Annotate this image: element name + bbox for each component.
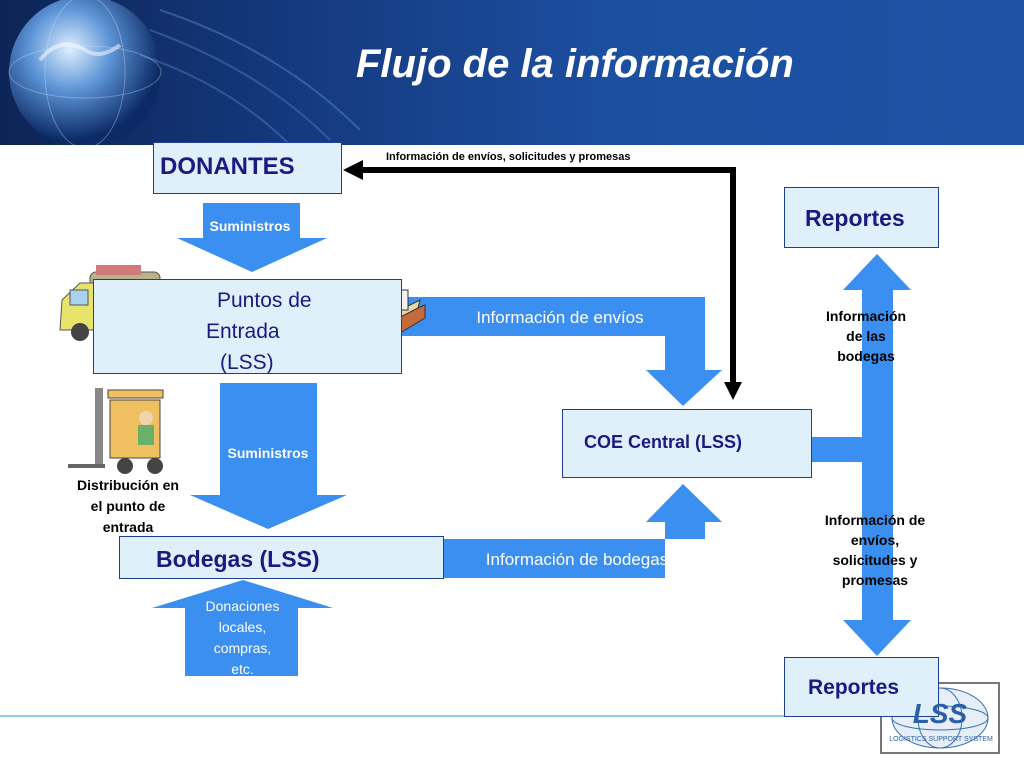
donaciones-arrow	[152, 580, 333, 676]
donaciones-line-3: compras,	[213, 640, 272, 656]
info-bodegas-arrow	[442, 484, 722, 578]
info-bod-line-1: Información	[825, 308, 907, 324]
globe-icon	[8, 0, 360, 145]
donaciones-line-1: Donaciones	[205, 598, 280, 614]
info-envios-arrow	[402, 297, 722, 406]
info-bod-line-2: de las	[846, 328, 886, 344]
coe-central-box: COE Central (LSS)	[562, 409, 812, 478]
lss-logo-text: LSS	[912, 698, 968, 729]
suministros-label-2: Suministros	[227, 445, 309, 461]
lss-logo-subtitle: LOGISTICS SUPPORT SYSTEM	[889, 736, 993, 743]
info-bodegas-label: Información de bodegas	[485, 550, 669, 569]
donantes-label: DONANTES	[160, 153, 295, 180]
distribucion-line-1: Distribución en	[77, 477, 179, 493]
bodegas-label: Bodegas (LSS)	[156, 546, 320, 572]
info-envios-label: Información de envíos	[476, 308, 644, 327]
reportes-top-box: Reportes	[784, 187, 939, 248]
distribucion-line-2: el punto de	[90, 498, 166, 514]
puntos-line-3: (LSS)	[220, 351, 274, 374]
forklift-icon	[68, 388, 164, 474]
info-env-line-4: promesas	[841, 572, 909, 588]
info-env-line-3: solicitudes y	[832, 552, 918, 568]
feedback-arrow	[360, 167, 736, 387]
donaciones-label: Donaciones locales, compras, etc.	[185, 596, 300, 680]
distribucion-label: Distribución en el punto de entrada	[60, 475, 196, 538]
info-bodegas-side-label: Información de las bodegas	[806, 306, 926, 366]
puntos-entrada-box	[93, 279, 402, 374]
bodegas-box: Bodegas (LSS)	[119, 536, 444, 579]
puntos-entrada-label: Puntos de Entrada (LSS)	[195, 285, 345, 378]
puntos-line-2: Entrada	[206, 320, 280, 343]
feedback-arrow-head-down	[724, 382, 742, 400]
info-env-line-1: Información de	[824, 512, 926, 528]
coe-central-label: COE Central (LSS)	[584, 432, 743, 452]
info-env-line-2: envíos,	[850, 532, 900, 548]
coe-connector	[811, 437, 871, 462]
reportes-bottom-box: Reportes	[784, 657, 939, 717]
info-envios-side-label: Información de envíos, solicitudes y pro…	[800, 510, 950, 590]
donaciones-line-4: etc.	[231, 661, 254, 677]
puntos-line-1: Puntos de	[217, 289, 312, 312]
reportes-double-arrow	[843, 254, 911, 656]
suministros-label-1: Suministros	[209, 218, 291, 234]
donaciones-line-2: locales,	[218, 619, 267, 635]
info-bod-line-3: bodegas	[837, 348, 895, 364]
feedback-arrow-label: Información de envíos, solicitudes y pro…	[386, 151, 631, 163]
suministros-arrow-2	[190, 383, 347, 529]
feedback-arrow-head-left	[343, 160, 363, 180]
suministros-arrow-1	[177, 203, 327, 272]
distribucion-line-3: entrada	[102, 519, 154, 535]
donantes-box: DONANTES	[153, 142, 342, 194]
page-title: Flujo de la información	[356, 42, 794, 86]
reportes-bottom-label: Reportes	[808, 676, 900, 699]
header-banner: Flujo de la información	[0, 0, 1024, 145]
reportes-top-label: Reportes	[805, 205, 905, 231]
